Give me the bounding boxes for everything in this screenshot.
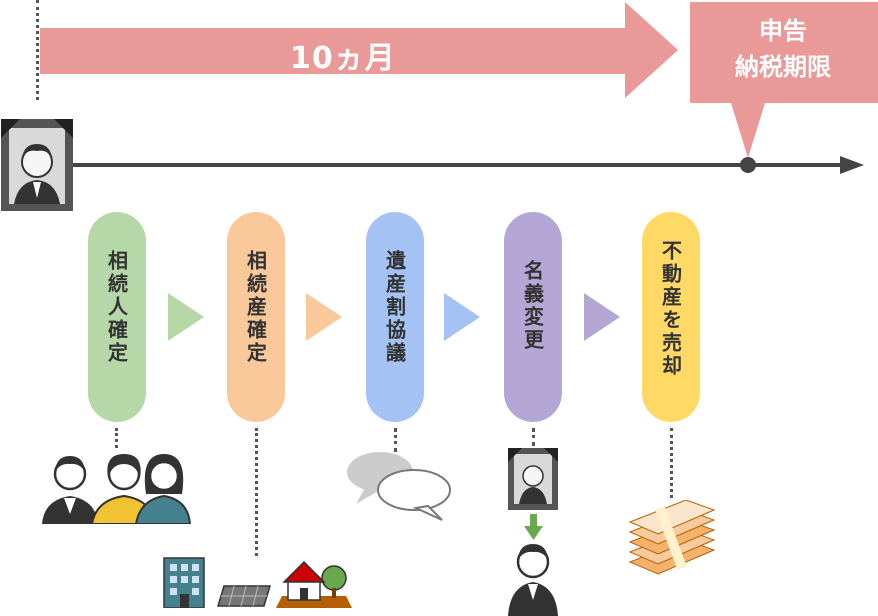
chevron-3-icon xyxy=(444,293,480,341)
step-label-estate: 相続産確定 xyxy=(243,250,268,365)
speech-bubbles-icon xyxy=(347,452,451,521)
house-icon xyxy=(276,560,352,608)
connector-sell xyxy=(670,428,673,498)
connector-name-change xyxy=(532,428,535,446)
step-label-sell: 不動産を売却 xyxy=(658,240,683,378)
step-pill-name-change: 名義変更 xyxy=(504,212,562,422)
duration-label: 10ヵ月 xyxy=(290,41,396,76)
connector-heirs xyxy=(115,428,118,448)
chevron-2-icon xyxy=(306,293,342,341)
deadline-line-2: 納税期限 xyxy=(735,53,831,81)
step-pill-sell: 不動産を売却 xyxy=(642,212,700,422)
building-icon xyxy=(163,557,205,608)
timeline-arrowhead xyxy=(840,156,864,174)
step-pill-division: 遺産割協議 xyxy=(366,212,424,422)
chevron-1-icon xyxy=(168,293,204,341)
step-label-heirs: 相続人確定 xyxy=(104,250,129,365)
connector-division xyxy=(394,428,397,452)
name-change-icon xyxy=(508,448,558,616)
step-pill-heirs: 相続人確定 xyxy=(88,212,146,422)
heirs-icon xyxy=(42,454,192,524)
deadline-callout-shape xyxy=(690,2,878,158)
step-pill-estate: 相続産確定 xyxy=(227,212,285,422)
deadline-dot xyxy=(740,157,756,173)
money-stack-icon xyxy=(628,500,716,575)
step-label-division: 遺産割協議 xyxy=(382,250,407,365)
deceased-portrait-icon xyxy=(1,119,73,211)
deadline-line-1: 申告 xyxy=(759,17,807,45)
connector-estate xyxy=(255,428,258,556)
land-icon xyxy=(216,585,272,607)
step-label-name-change: 名義変更 xyxy=(520,260,545,352)
period-arrow xyxy=(40,2,878,158)
timeline xyxy=(70,156,864,174)
chevron-4-icon xyxy=(584,293,620,341)
period-arrow-shape xyxy=(40,2,678,98)
start-guide-dots xyxy=(36,0,39,100)
